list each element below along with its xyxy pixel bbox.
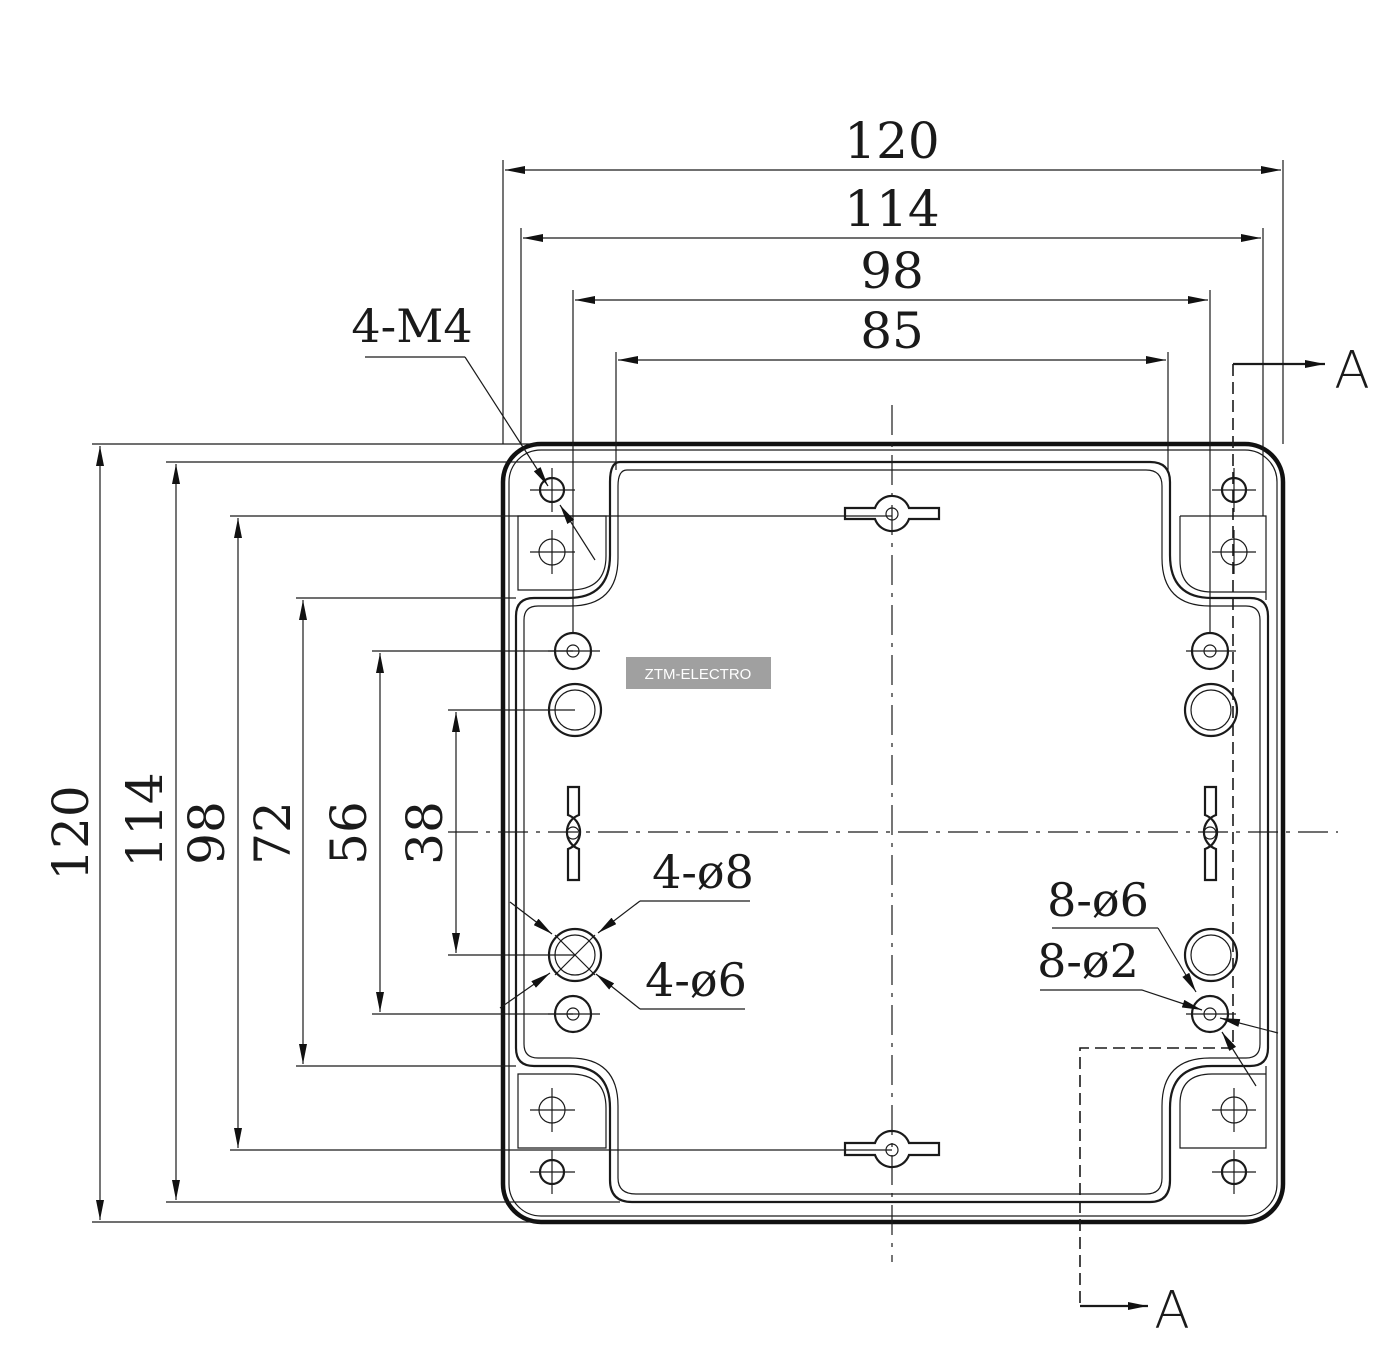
callout-m4: 4-M4 — [351, 299, 472, 353]
dim-width-114: 114 — [844, 180, 939, 238]
left-slot — [565, 785, 582, 882]
section-line: A A — [1079, 341, 1370, 1341]
bracket-hole — [530, 1088, 575, 1132]
vertical-dimensions: 120 114 98 72 56 38 — [42, 443, 892, 1223]
bracket-hole — [1212, 1088, 1256, 1132]
mounting-boss — [1186, 631, 1236, 671]
right-slot — [1202, 785, 1219, 882]
m4-hole — [1212, 1150, 1256, 1194]
bracket-hole — [530, 530, 575, 574]
top-slot — [843, 494, 941, 533]
dim-width-120: 120 — [844, 112, 939, 170]
slots — [565, 494, 1219, 1169]
large-hole — [1183, 682, 1239, 738]
center-lines — [448, 405, 1338, 1262]
horizontal-dimensions: 120 114 98 85 — [502, 112, 1284, 632]
dim-height-120: 120 — [42, 785, 100, 880]
section-label-bottom: A — [1154, 1281, 1190, 1341]
watermark: ZTM-ELECTRO — [626, 657, 771, 689]
dim-width-98: 98 — [860, 242, 924, 300]
callouts: 4-M4 4-ø8 4-ø6 8-ø6 8-ø2 — [351, 299, 1279, 1087]
callout-d8: 4-ø8 — [652, 845, 754, 899]
m4-hole — [530, 468, 575, 512]
dim-height-98: 98 — [178, 801, 236, 865]
section-label-top: A — [1334, 341, 1370, 401]
dim-width-85: 85 — [860, 302, 924, 360]
m4-hole — [1212, 468, 1256, 512]
m4-hole — [530, 1150, 575, 1194]
bracket-hole — [1212, 530, 1256, 574]
watermark-text: ZTM-ELECTRO — [645, 666, 752, 683]
callout-8-d2: 8-ø2 — [1037, 934, 1139, 988]
enclosure-outline — [500, 441, 1286, 1225]
dim-height-38: 38 — [396, 801, 454, 865]
dim-height-114: 114 — [116, 772, 174, 867]
callout-d6: 4-ø6 — [645, 953, 747, 1007]
large-hole — [1183, 927, 1239, 983]
dim-height-72: 72 — [244, 801, 302, 865]
mounting-boss — [1186, 994, 1236, 1034]
callout-8-d6: 8-ø6 — [1047, 873, 1149, 927]
holes — [530, 468, 1256, 1194]
dim-height-56: 56 — [320, 801, 378, 865]
